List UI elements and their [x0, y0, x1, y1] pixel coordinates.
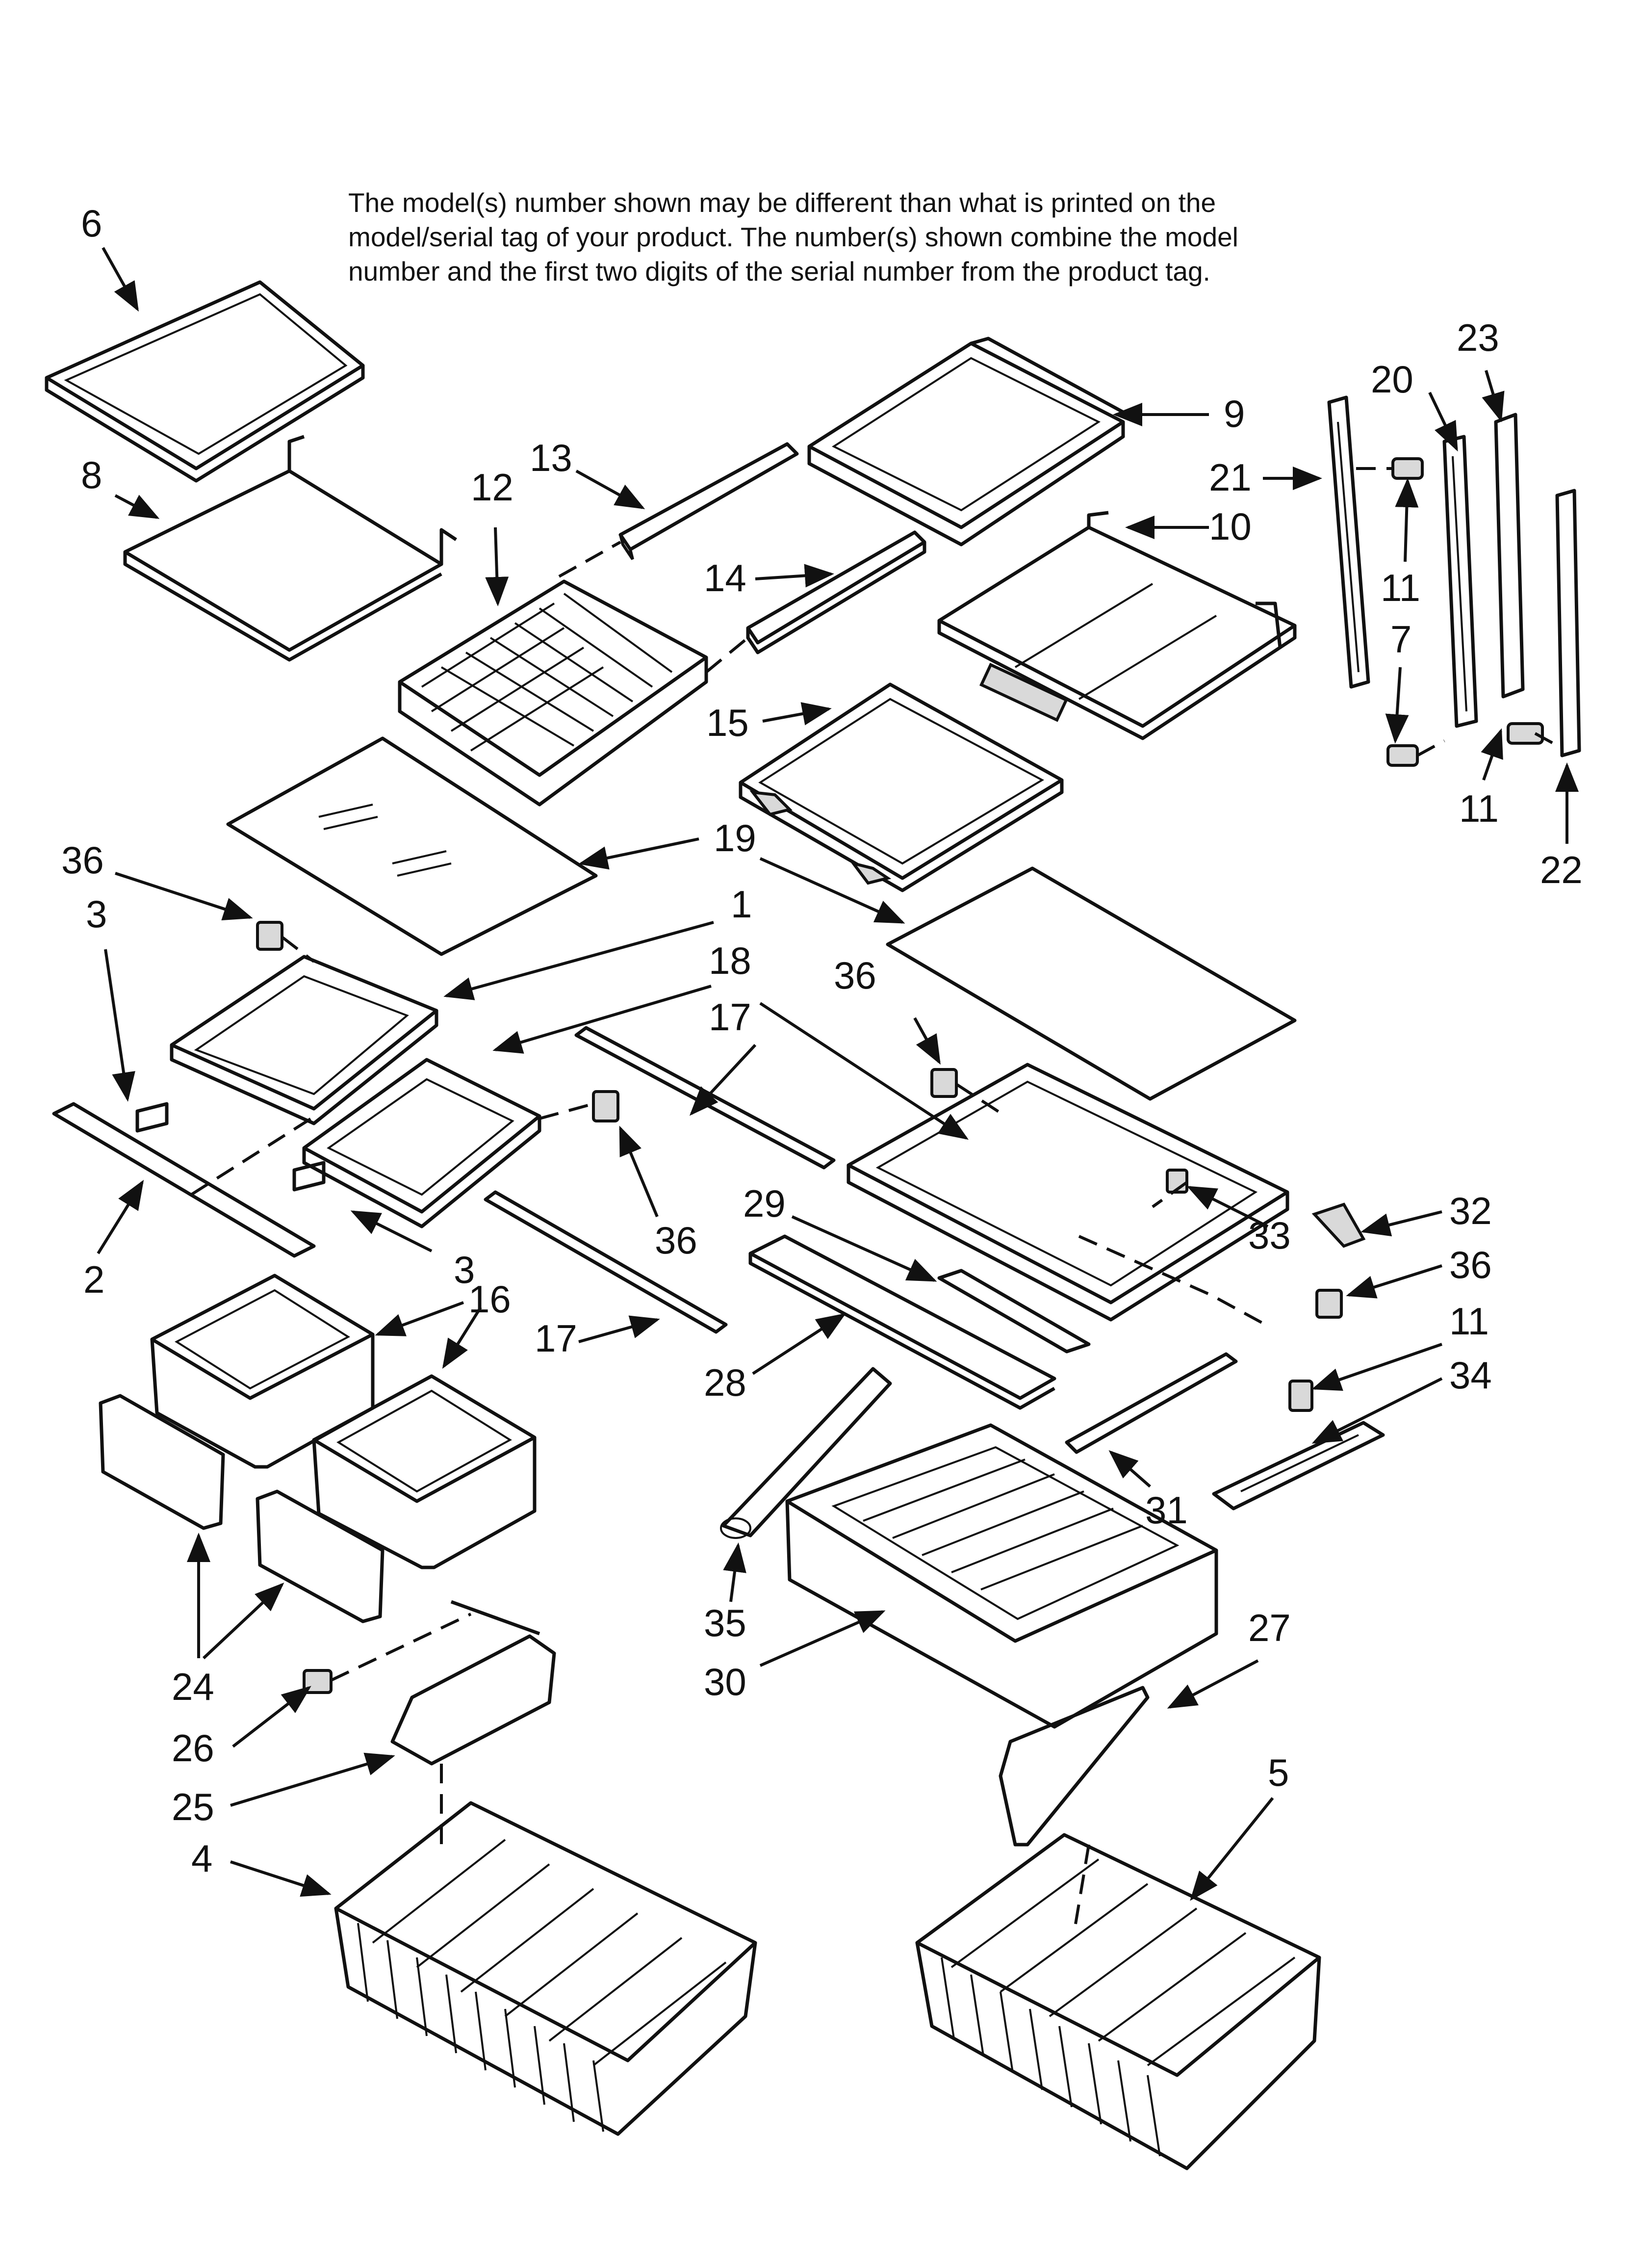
leader-arrows: [97, 247, 1579, 1901]
callout-16: 16: [468, 1277, 511, 1321]
callout-24: 24: [172, 1665, 214, 1708]
part-28-trim: [748, 1234, 1056, 1410]
part-32-clip: [1311, 1202, 1366, 1248]
part-11-screw-mid: [1288, 1380, 1313, 1412]
part-35-trim: [720, 1367, 892, 1539]
part-5-wire-basket: [915, 1833, 1321, 2170]
callout-19: 19: [714, 816, 756, 860]
callout-17-upper: 17: [709, 995, 751, 1039]
part-20-vertical-rail: [1442, 435, 1478, 728]
callout-11-mid: 11: [1449, 1300, 1489, 1343]
part-10-drawer-frame: [937, 511, 1297, 740]
callout-20: 20: [1371, 358, 1413, 401]
part-36-clip-d: [1315, 1289, 1343, 1319]
part-19-glass-panel-right: [886, 866, 1297, 1101]
part-17-rod-lower: [484, 1190, 728, 1334]
part-36-clip-c: [930, 1068, 958, 1098]
part-11-screw-lower: [1507, 722, 1544, 745]
callout-22: 22: [1540, 848, 1583, 891]
callout-9: 9: [1224, 392, 1245, 435]
part-3-bracket-a: [135, 1102, 169, 1133]
part-1-crisper-frame: [170, 955, 438, 1125]
callout-31: 31: [1145, 1488, 1188, 1532]
part-16-crisper-drawer-lower: [312, 1374, 537, 1569]
part-13-rail: [618, 442, 799, 560]
callout-11-lower: 11: [1459, 787, 1499, 830]
callout-33: 33: [1248, 1214, 1291, 1257]
callout-3-b: 3: [454, 1248, 475, 1291]
callout-17-lower: 17: [535, 1317, 577, 1360]
part-18-crisper-frame-right: [847, 1063, 1289, 1322]
callout-14: 14: [704, 556, 746, 600]
callout-8: 8: [81, 453, 102, 496]
part-11-screw-upper: [1391, 457, 1424, 480]
callout-11-upper: 11: [1381, 566, 1420, 609]
part-19-glass-panel-left: [226, 736, 598, 956]
part-8-shelf-frame: [123, 435, 457, 662]
part-15-shelf: [739, 682, 1064, 892]
callout-36-c: 36: [655, 1219, 697, 1262]
callout-27: 27: [1248, 1606, 1291, 1649]
part-3-bracket-b: [292, 1161, 326, 1192]
part-9-cover: [807, 337, 1125, 547]
callout-1: 1: [731, 883, 752, 926]
callout-36-a: 36: [61, 838, 104, 882]
note-line-3: number and the first two digits of the s…: [348, 256, 1210, 287]
callout-36-d: 36: [1449, 1243, 1492, 1286]
assembly-lines: [190, 467, 1563, 1933]
part-23-vertical-rail: [1494, 413, 1525, 699]
note-line-1: The model(s) number shown may be differe…: [348, 187, 1216, 218]
callout-32: 32: [1449, 1189, 1492, 1232]
callout-3-a: 3: [86, 892, 107, 936]
part-30-pantry-drawer: [785, 1423, 1218, 1729]
part-36-clip-a: [256, 921, 283, 951]
note-line-2: model/serial tag of your product. The nu…: [348, 222, 1238, 252]
callout-35: 35: [704, 1601, 746, 1644]
part-25-divider: [390, 1600, 556, 1766]
part-16-crisper-drawer-upper: [150, 1274, 375, 1469]
callout-29: 29: [743, 1182, 786, 1225]
part-4-wire-basket: [334, 1801, 757, 2136]
part-7-screw: [1386, 744, 1419, 767]
callout-10: 10: [1209, 505, 1252, 548]
callout-5: 5: [1268, 1751, 1289, 1794]
callout-26: 26: [172, 1726, 214, 1770]
callout-36-b: 36: [834, 954, 876, 997]
part-21-vertical-rail: [1327, 395, 1370, 689]
part-12-wire-rack: [398, 579, 708, 807]
part-6-shelf: [45, 280, 365, 483]
callout-6: 6: [81, 202, 102, 245]
part-2-trim: [52, 1102, 316, 1258]
callout-13: 13: [530, 436, 572, 479]
callout-18: 18: [709, 939, 751, 982]
part-22-vertical-rail: [1555, 489, 1581, 757]
part-31-bracket: [1065, 1352, 1238, 1454]
callout-4: 4: [191, 1837, 212, 1880]
callout-28: 28: [704, 1361, 746, 1404]
callout-30: 30: [704, 1660, 746, 1703]
part-29-trim: [937, 1269, 1091, 1354]
model-number-note: The model(s) number shown may be differe…: [348, 185, 1329, 288]
part-24-handle-upper: [99, 1394, 225, 1530]
part-34-bracket: [1212, 1421, 1385, 1511]
part-27-divider: [999, 1686, 1150, 1847]
part-14-rail: [746, 530, 926, 654]
callout-34: 34: [1449, 1354, 1492, 1397]
callout-15: 15: [706, 701, 749, 744]
part-18-crisper-frame-left: [302, 1058, 541, 1228]
part-17-rod-upper: [574, 1026, 836, 1170]
callout-21: 21: [1209, 456, 1252, 499]
callout-labels: 6 8 13 12 9 10 14 15 21 20 23 11 7 11 22…: [61, 202, 1583, 1880]
callout-7: 7: [1390, 618, 1411, 661]
part-24-handle-lower: [256, 1489, 385, 1623]
callout-25: 25: [172, 1785, 214, 1828]
callout-23: 23: [1457, 316, 1499, 359]
part-36-clip-b: [592, 1090, 619, 1122]
callout-2: 2: [83, 1258, 104, 1301]
callout-12: 12: [471, 466, 513, 509]
